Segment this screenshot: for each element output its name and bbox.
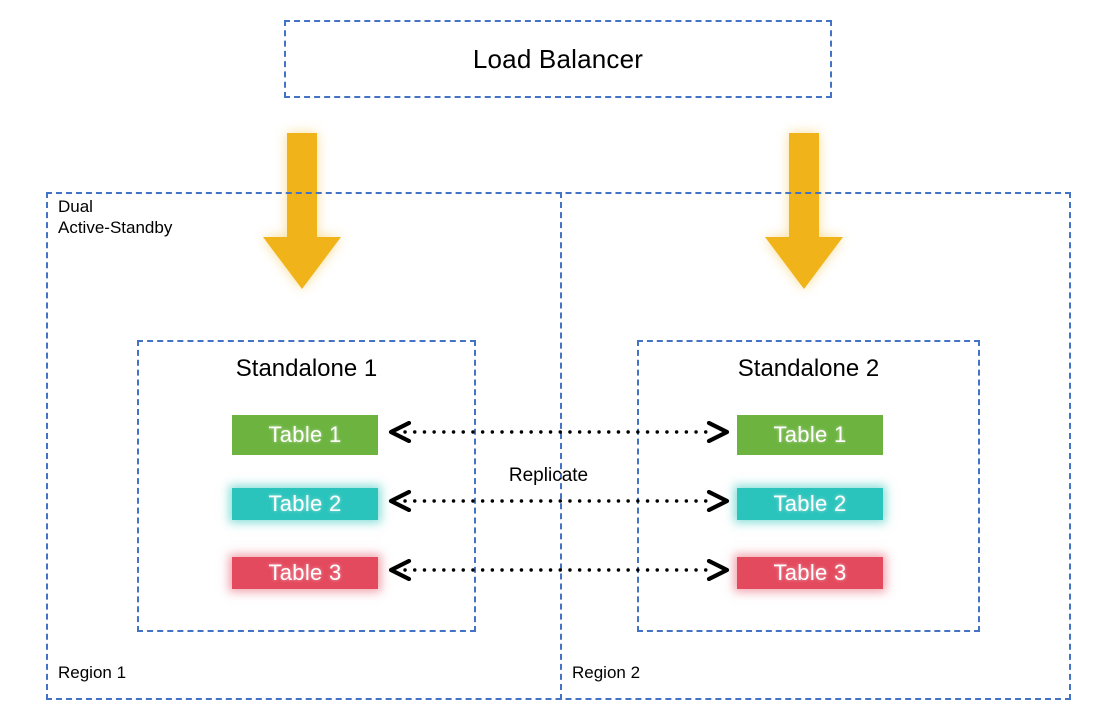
region-divider [560,192,562,700]
standalone-2-table-1[interactable]: Table 1 [737,415,883,455]
load-balancer-label: Load Balancer [472,43,644,74]
load-balancer-box: Load Balancer [284,20,832,98]
standalone-2-box: Standalone 2 Table 1 Table 2 Table 3 [637,340,980,632]
region-2-label: Region 2 [572,663,641,682]
standalone-2-table-3[interactable]: Table 3 [737,557,883,589]
standalone-1-box: Standalone 1 Table 1 Table 2 Table 3 [137,340,476,632]
standalone-2-table-2[interactable]: Table 2 [737,488,883,520]
dual-active-standby-label: Dual Active-Standby [58,197,173,238]
standalone-1-table-1[interactable]: Table 1 [232,415,378,455]
standalone-1-table-3[interactable]: Table 3 [232,557,378,589]
standalone-2-title: Standalone 2 [737,355,880,382]
dual-active-standby-box [46,192,1071,700]
standalone-1-table-2[interactable]: Table 2 [232,488,378,520]
replicate-label-wrap: Replicate [0,465,1094,487]
replicate-label: Replicate [508,465,589,486]
region-1-label: Region 1 [58,663,127,682]
traffic-down-arrow-icon-region-2 [765,133,843,289]
traffic-down-arrow-icon-region-1 [263,133,341,289]
standalone-1-title: Standalone 1 [235,355,378,382]
